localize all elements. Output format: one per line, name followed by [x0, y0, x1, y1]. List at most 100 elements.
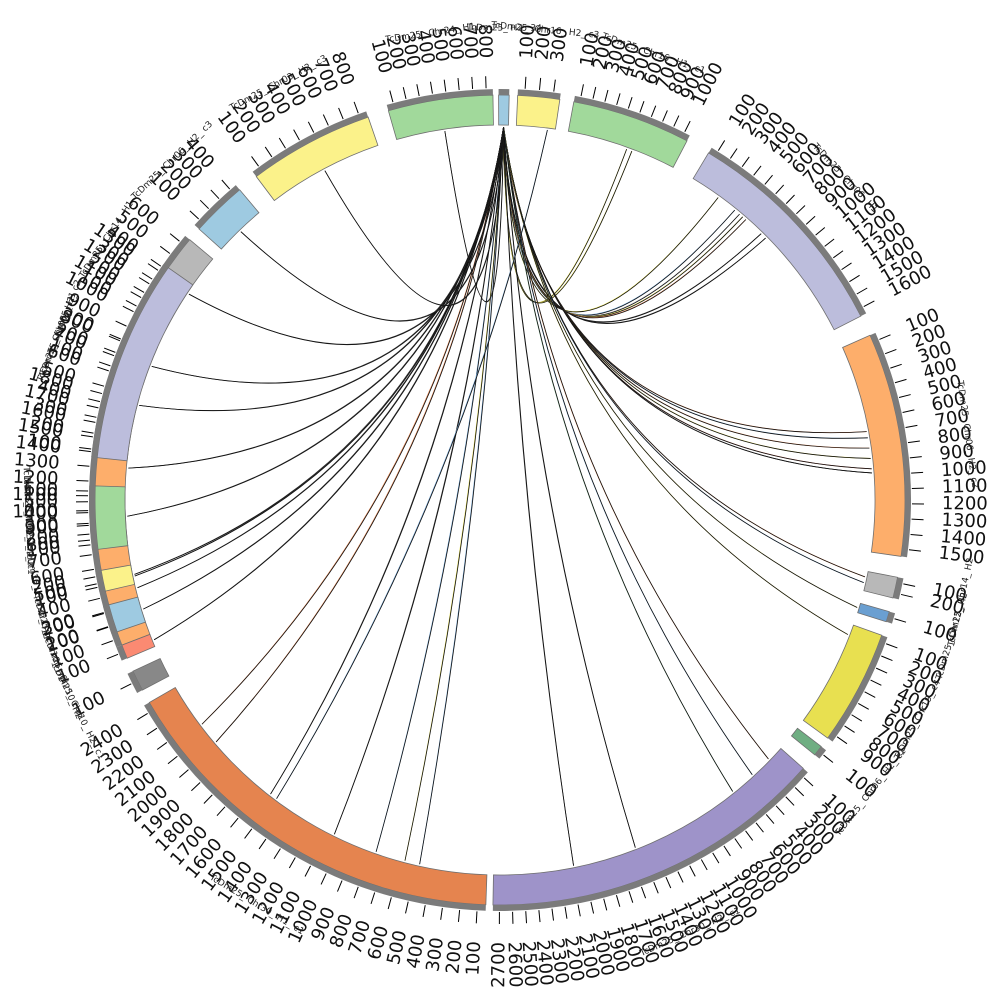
tick-mark	[590, 901, 595, 914]
tick-mark	[890, 363, 902, 369]
tick-mark	[98, 361, 111, 367]
tick-mark	[900, 593, 913, 598]
tick-label: 2500	[518, 940, 542, 987]
tick-label: 200	[24, 526, 60, 550]
tick-mark	[440, 907, 443, 920]
link-ribbon	[444, 127, 504, 302]
link-outline	[503, 126, 636, 848]
link-outline	[334, 126, 504, 835]
tick-mark	[564, 906, 568, 919]
tick-mark	[553, 79, 556, 92]
tick-mark	[650, 105, 657, 117]
link-ribbon	[134, 126, 504, 575]
ideogram-tcdm25-chr05-h1	[96, 267, 194, 462]
tick-label: 1200	[12, 467, 59, 490]
tick-mark	[96, 626, 109, 631]
tick-mark	[457, 909, 461, 923]
tick-mark	[785, 796, 795, 806]
link-outline	[139, 126, 504, 412]
chromosome-label-tcdm25-chr32-h1: TcDm25_ Chr32_ H1	[21, 474, 35, 566]
tick-mark	[429, 81, 433, 94]
tick-mark	[133, 285, 145, 293]
tick-mark	[86, 404, 99, 409]
tick-mark	[122, 305, 134, 313]
link-outline	[270, 126, 504, 795]
tick-mark	[103, 347, 116, 353]
tick-mark	[304, 865, 312, 877]
tick-mark	[902, 409, 915, 413]
tick-mark	[76, 522, 89, 525]
tick-mark	[580, 84, 584, 97]
link-outline	[503, 127, 574, 866]
tick-mark	[894, 618, 907, 623]
link-outline	[444, 127, 504, 303]
tick-mark	[723, 845, 731, 857]
tick-mark	[101, 640, 113, 646]
tick-label: 400	[24, 503, 59, 525]
tick-mark	[910, 533, 923, 536]
tick-mark	[77, 539, 91, 542]
tick-mark	[604, 89, 609, 102]
tick-mark	[775, 805, 785, 816]
ideogram-band	[386, 89, 493, 111]
tick-mark	[700, 859, 708, 871]
ideogram-band	[103, 604, 118, 634]
tick-mark	[77, 464, 90, 467]
tick-mark	[909, 456, 922, 459]
link-outline	[503, 126, 740, 317]
ideogram-tcdm25-chr32-h2-c1	[94, 485, 129, 550]
link-outline	[276, 129, 548, 799]
link-outline	[419, 126, 504, 865]
tick-label: 1000	[940, 457, 987, 481]
tick-mark	[80, 434, 93, 438]
tick-mark	[856, 287, 868, 295]
link-outline	[503, 126, 747, 319]
tick-mark	[189, 210, 200, 220]
tick-mark	[457, 78, 460, 91]
tick-mark	[251, 156, 259, 167]
ideogram-band	[573, 95, 690, 141]
tick-label: 700	[26, 548, 63, 573]
tick-mark	[803, 777, 814, 787]
tick-mark	[684, 120, 691, 132]
link-ribbon	[503, 126, 636, 848]
tick-mark	[898, 394, 911, 399]
ideogram-tcdm25-chr12-h2	[857, 602, 890, 623]
tick-mark	[815, 227, 826, 236]
ideogram-tcdm25-chr30-h2-c1	[492, 747, 804, 906]
link-ribbon	[503, 126, 769, 760]
tick-mark	[538, 77, 542, 90]
tick-label: 1500	[938, 542, 986, 568]
link-outline	[134, 126, 504, 577]
tick-mark	[353, 886, 359, 899]
tick-label: 1300	[13, 449, 60, 474]
tick-label: 500	[24, 491, 58, 512]
ideogram-tcdm25-chr06-h2-c2	[842, 334, 906, 557]
tick-label: 300	[547, 26, 572, 63]
tick-mark	[824, 238, 835, 247]
ideogram-tcdm25-chr10-h2-c1	[132, 657, 170, 691]
tick-mark	[525, 911, 527, 924]
tick-mark	[167, 755, 178, 765]
tick-mark	[775, 184, 785, 195]
link-outline	[240, 126, 504, 322]
tick-label: 100	[25, 537, 61, 562]
tick-mark	[849, 274, 860, 283]
tick-mark	[81, 568, 94, 572]
tick-mark	[125, 299, 137, 307]
ideogram-band	[127, 671, 143, 693]
tick-mark	[141, 272, 153, 280]
tick-mark	[794, 787, 805, 797]
tick-label: 1100	[12, 484, 58, 505]
tick-mark	[841, 262, 852, 271]
tick-mark	[405, 901, 409, 914]
tick-mark	[884, 348, 897, 355]
tick-mark	[278, 137, 286, 149]
ideogram-tcdm25-chr06-h2-c3	[198, 189, 260, 250]
tick-label: 100	[26, 430, 63, 455]
tick-mark	[903, 583, 916, 587]
tick-mark	[471, 76, 474, 89]
ideogram-band	[869, 332, 911, 558]
ideogram-tcdm25-chr16-h1-c1	[567, 101, 688, 168]
links-layer	[127, 126, 873, 866]
